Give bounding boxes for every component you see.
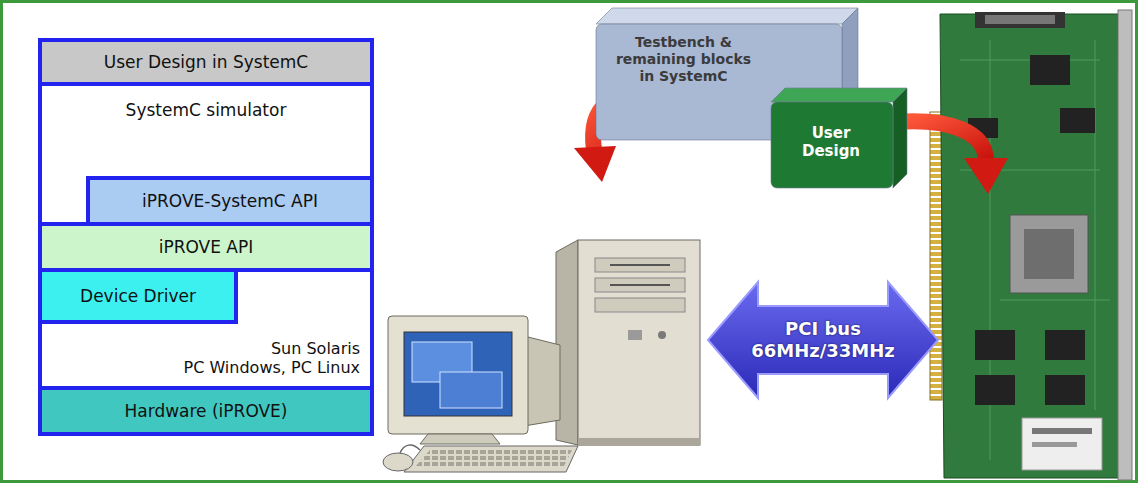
chip [1045, 375, 1085, 405]
drive-bay [595, 278, 685, 292]
fpga-chip [1010, 215, 1088, 293]
node-label: Device Driver [80, 286, 196, 307]
monitor-front [388, 316, 528, 434]
chip [1060, 108, 1095, 133]
arrow-head [964, 158, 1008, 194]
screen-window [440, 372, 502, 408]
board-label [1022, 418, 1102, 470]
chip [1045, 330, 1085, 360]
download-arrow [895, 121, 986, 160]
drive-bay [595, 258, 685, 272]
node-label: PCI bus 66MHz/33MHz [741, 318, 906, 362]
board-illustration [930, 10, 1132, 480]
arrow-head [574, 146, 616, 182]
hardware-box: Hardware (iPROVE) [38, 386, 374, 436]
box-top-face [771, 88, 907, 102]
edge-connector [930, 112, 942, 400]
tower-base [578, 438, 700, 446]
box-top-face [596, 8, 858, 24]
keyboard [404, 446, 578, 472]
box-side-face [893, 88, 907, 188]
testbench-block: Testbench & remaining blocks in SystemCU… [596, 8, 858, 140]
node-label: iPROVE-SystemC API [142, 191, 318, 212]
bus-arrow: PCI bus 66MHz/33MHz [708, 282, 938, 398]
mounting-bracket [1118, 10, 1132, 480]
power-button [628, 330, 642, 340]
user-design-block: User Design [771, 88, 907, 188]
fpga-die [1024, 229, 1074, 279]
layer-container: SystemC simulator iPROVE-SystemC API [38, 82, 374, 226]
os-container: Sun Solaris PC Windows, PC Linux Device D… [38, 268, 374, 390]
node-label: User Design in SystemC [104, 52, 308, 73]
drive-slot [610, 264, 670, 266]
label-mark [1032, 442, 1077, 447]
node-label: Sun Solaris PC Windows, PC Linux [145, 339, 360, 378]
api-box: iPROVE-SystemC API [86, 176, 374, 226]
double-arrow-shape [708, 282, 938, 398]
node-label: Testbench & remaining blocks in SystemC [611, 34, 756, 85]
label-mark [1032, 428, 1092, 434]
box-front-face [771, 102, 893, 188]
chip [975, 330, 1015, 360]
node-label: Hardware (iPROVE) [125, 401, 288, 422]
node-label: SystemC simulator [126, 100, 287, 121]
chip [1030, 55, 1070, 85]
layer-box: User Design in SystemC [38, 38, 374, 86]
node-label: iPROVE API [159, 237, 254, 258]
driver-box: Device Driver [38, 268, 238, 324]
connector-pins [985, 15, 1055, 24]
monitor-screen [404, 332, 512, 416]
mouse-cord [400, 445, 420, 453]
pcb-trace [960, 40, 1110, 460]
api-box: iPROVE API [38, 222, 374, 272]
monitor-stand [420, 434, 500, 444]
chip [975, 375, 1015, 405]
mouse [383, 453, 413, 471]
top-connector [975, 12, 1065, 28]
power-led [658, 331, 666, 339]
drive-slot [610, 284, 670, 286]
computer-illustration [383, 240, 700, 472]
node-label: User Design [791, 124, 871, 161]
drive-bay [595, 298, 685, 312]
keyboard-keys [414, 450, 572, 468]
tower-front [578, 240, 700, 445]
pcb [940, 14, 1122, 478]
